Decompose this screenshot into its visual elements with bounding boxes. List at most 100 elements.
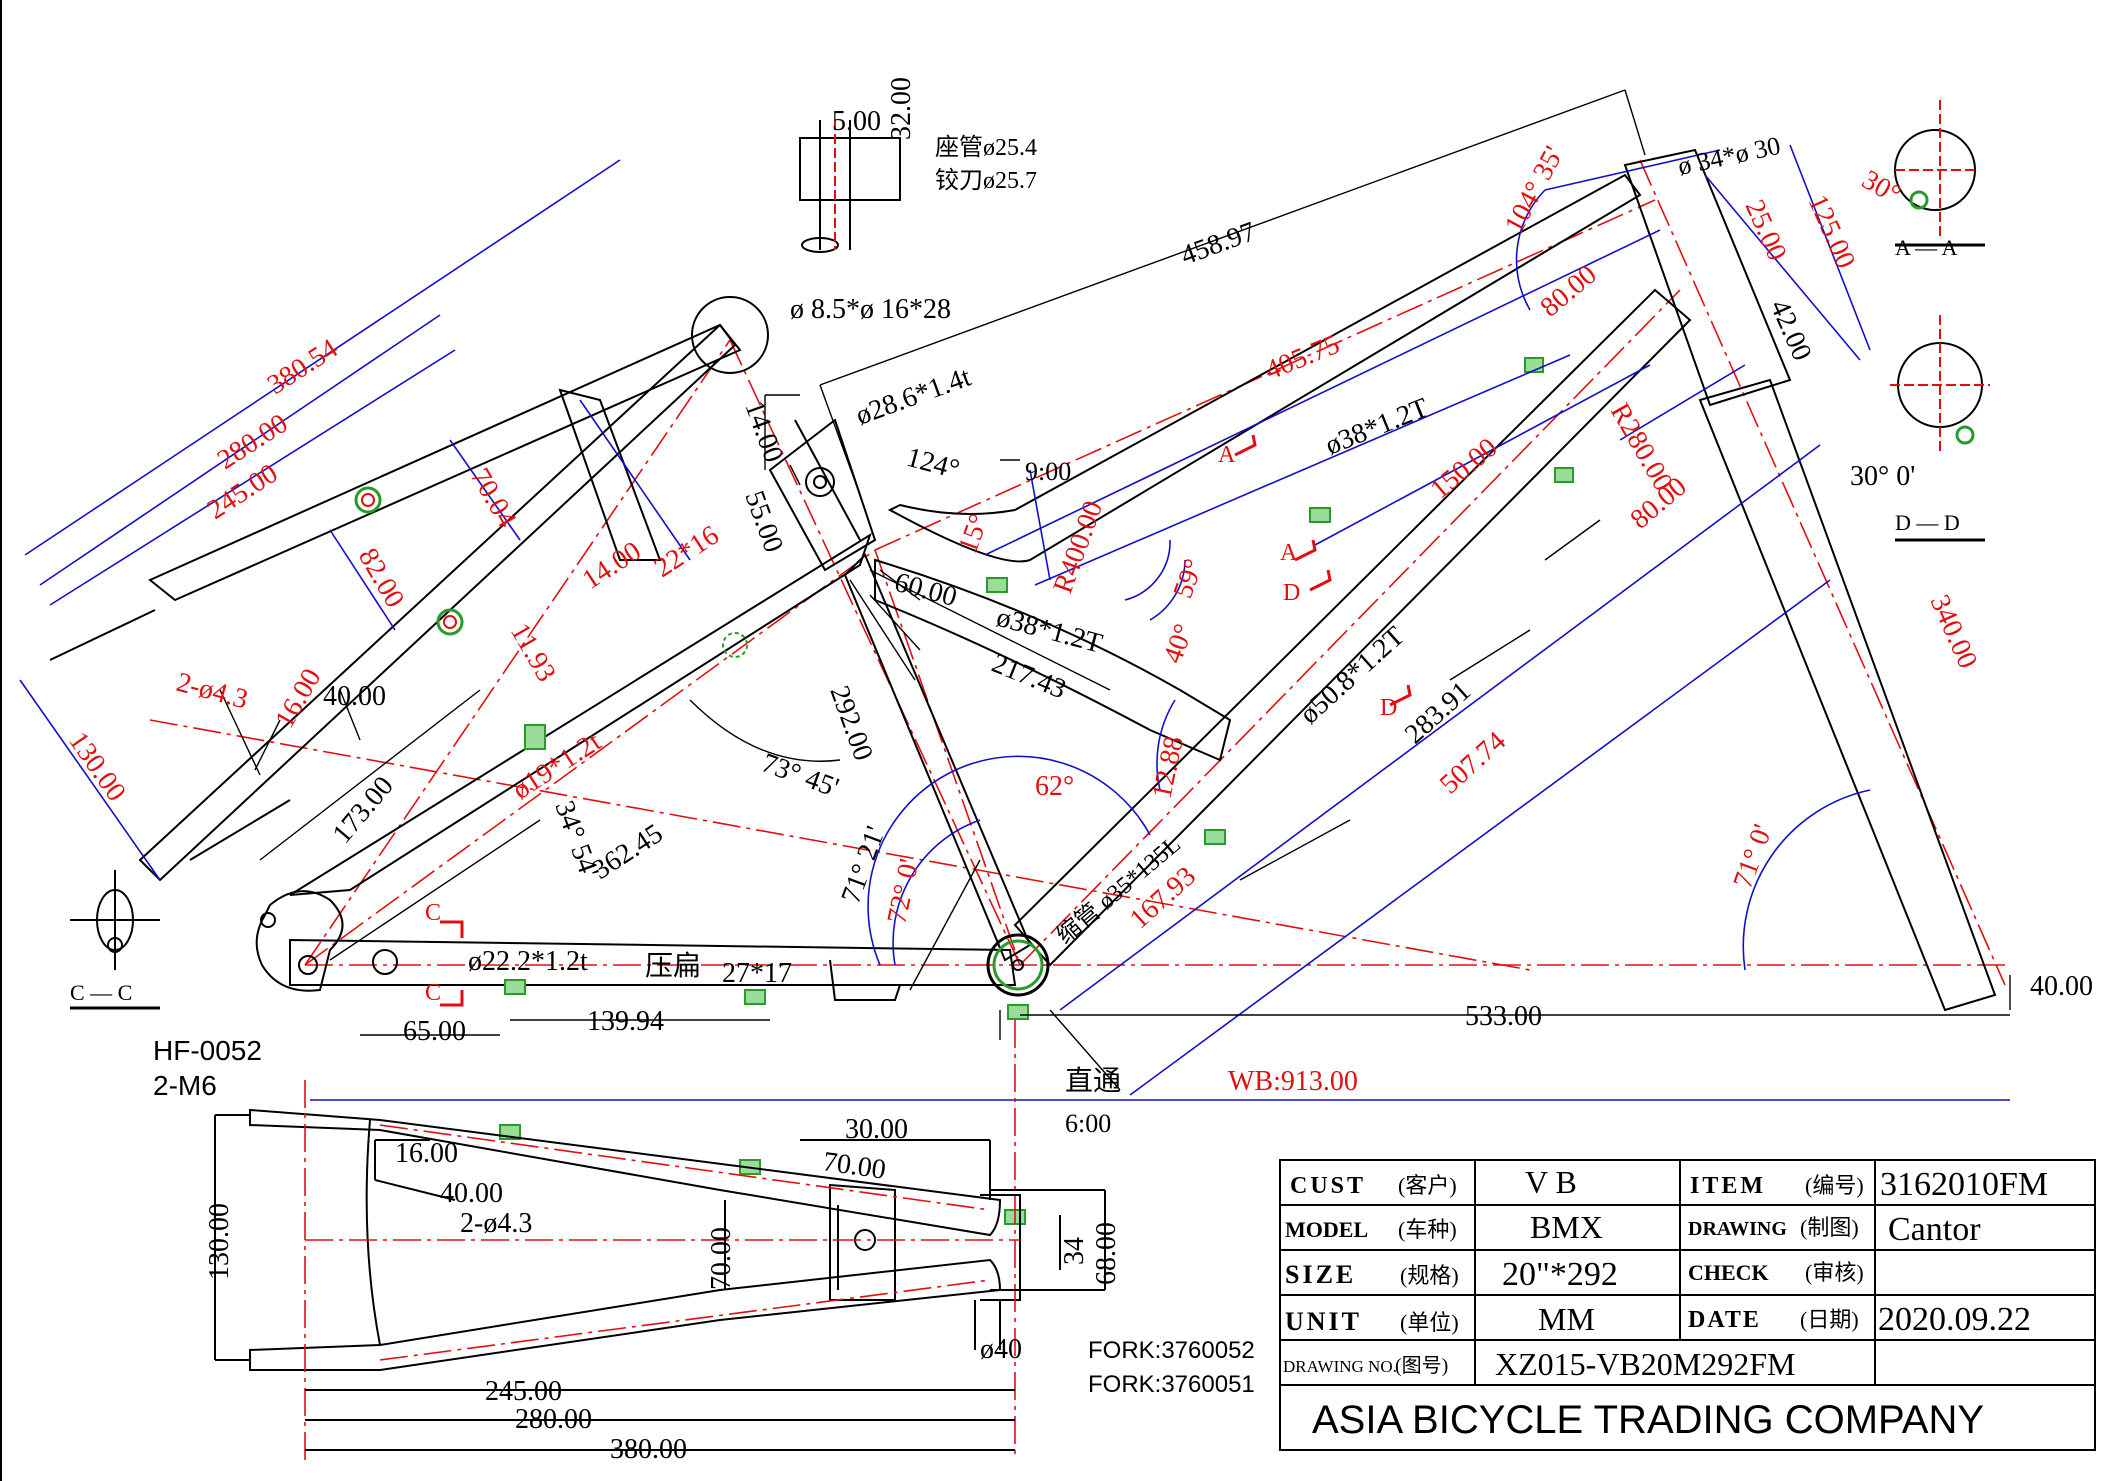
section-a2-label: A — [1280, 540, 1298, 566]
plan-dim-40: 40.00 — [440, 1178, 503, 1209]
model-label: MODEL — [1285, 1217, 1368, 1242]
dim-27-17: 27*17 — [722, 958, 792, 989]
section-d2-label: D — [1380, 695, 1397, 721]
cust-label: CUST — [1290, 1173, 1366, 1199]
bottom-bracket-inner — [992, 939, 1044, 991]
guide-2 — [1309, 507, 1331, 523]
section-details — [70, 100, 1990, 1010]
plan-dim-16: 16.00 — [395, 1138, 458, 1169]
head-tube — [1623, 148, 1792, 407]
drawno-value: XZ015-VB20M292FM — [1495, 1346, 1795, 1382]
upper-stay-bridge — [558, 388, 662, 561]
fork-number-2: FORK:3760051 — [1088, 1371, 1255, 1398]
plan-dim-70: 70.00 — [706, 1227, 737, 1290]
dim-wheelbase: WB:913.00 — [1228, 1066, 1358, 1097]
bottom-bracket — [986, 933, 1050, 997]
plan-dim-280: 280.00 — [515, 1404, 592, 1435]
section-a-label: A — [1218, 442, 1236, 468]
title-block-grid — [1279, 1159, 2096, 1451]
cust-cn: (客户) — [1398, 1173, 1457, 1198]
unit-value: MM — [1538, 1301, 1595, 1337]
plan-dim-130: 130.00 — [204, 1203, 235, 1280]
seat-tube-detail — [799, 120, 901, 253]
part-notes: HF-0052 2-M6 FORK:3760052 FORK:3760051 — [153, 1035, 1255, 1398]
section-c-label: C — [425, 900, 441, 926]
guide-8 — [744, 989, 766, 1005]
seat-detail-height: 32.00 — [886, 77, 917, 140]
guide-5 — [1204, 829, 1226, 845]
plan-bridge-plate — [829, 1183, 896, 1301]
dim-22-2-tube: ø22.2*1.2t — [468, 946, 588, 977]
straight-note: 直通 — [1065, 1065, 1121, 1097]
rack-mount-1 — [354, 486, 382, 514]
plan-dim-30: 30.00 — [845, 1114, 908, 1145]
seat-detail-width: 5.00 — [832, 106, 881, 137]
item-label: ITEM — [1690, 1173, 1766, 1199]
seat-tube — [843, 553, 1032, 962]
clock-nine: 9:00 — [1025, 457, 1071, 486]
centerlines — [149, 159, 2010, 986]
section-cc-label: C — C — [70, 980, 132, 1005]
section-dd-label: D — D — [1895, 510, 1960, 535]
plan-stay-top — [249, 1108, 1002, 1237]
frame-plan-view — [214, 1020, 1106, 1460]
size-value: 20"*292 — [1502, 1256, 1618, 1293]
drawing-label: DRAWING — [1688, 1218, 1787, 1240]
flatten-note: 压扁 — [645, 950, 701, 982]
plan-stay-bottom — [249, 1258, 1002, 1371]
derailleur-hole — [260, 912, 276, 928]
drawing-value: Cantor — [1888, 1211, 1981, 1248]
plan-dim-245: 245.00 — [485, 1376, 562, 1407]
title-block: CUST (客户) V B ITEM (编号) 3162010FM MODEL … — [1283, 1164, 2048, 1442]
dim-533: 533.00 — [1465, 1001, 1542, 1032]
seat-bolt-inner — [813, 475, 827, 489]
unit-label: UNIT — [1285, 1307, 1362, 1336]
dim-40-00: 40.00 — [323, 681, 386, 712]
kickstand-plate — [829, 959, 901, 1001]
plan-dim-380: 380.00 — [610, 1434, 687, 1465]
drawno-cn: (图号) — [1395, 1355, 1448, 1377]
dimension-lines — [19, 144, 2010, 1101]
upper-stay-bottom — [148, 323, 742, 602]
chainstay-bridge-circle — [372, 949, 398, 975]
check-label: CHECK — [1688, 1260, 1769, 1285]
date-label: DATE — [1688, 1307, 1761, 1333]
dim-65: 65.00 — [403, 1016, 466, 1047]
frame-side-view — [49, 148, 2010, 1012]
size-cn: (规格) — [1400, 1263, 1459, 1288]
rack-mount-1-inner — [361, 493, 375, 507]
dim-62-deg: 62° — [1035, 771, 1074, 802]
date-cn: (日期) — [1800, 1307, 1859, 1332]
dim-139-94: 139.94 — [587, 1006, 664, 1037]
date-value: 2020.09.22 — [1878, 1301, 2031, 1338]
seat-bolt-circle — [805, 467, 835, 497]
section-c2-label: C — [425, 980, 441, 1006]
plan-dim-68: 68.00 — [1091, 1222, 1122, 1285]
top-tube — [887, 173, 1642, 563]
guide-9 — [1007, 1004, 1029, 1020]
item-value: 3162010FM — [1880, 1166, 2048, 1203]
seat-tube-top — [794, 419, 861, 541]
rack-mount-2 — [436, 608, 464, 636]
dim-30-0: 30° 0' — [1850, 461, 1915, 492]
guide-7 — [504, 979, 526, 995]
cust-value: V B — [1525, 1164, 1577, 1200]
model-cn: (车种) — [1398, 1217, 1457, 1242]
drawing-cn: (制图) — [1800, 1215, 1859, 1240]
guide-6 — [524, 724, 546, 750]
drawno-label: DRAWING NO. — [1283, 1357, 1397, 1376]
model-value: BMX — [1530, 1209, 1603, 1245]
section-d-label: D — [1283, 580, 1300, 606]
axle-circle — [298, 955, 318, 975]
hf-part-number: HF-0052 — [153, 1035, 262, 1066]
guide-1 — [986, 577, 1008, 593]
gusset-tube — [874, 558, 1232, 762]
unit-cn: (单位) — [1400, 1310, 1459, 1335]
company-name: ASIA BICYCLE TRADING COMPANY — [1312, 1398, 1984, 1442]
size-label: SIZE — [1285, 1260, 1356, 1289]
seatstay — [289, 532, 872, 896]
seat-bolt-spec: ø 8.5*ø 16*28 — [790, 294, 951, 325]
ream-note: 铰刀ø25.7 — [935, 167, 1037, 194]
